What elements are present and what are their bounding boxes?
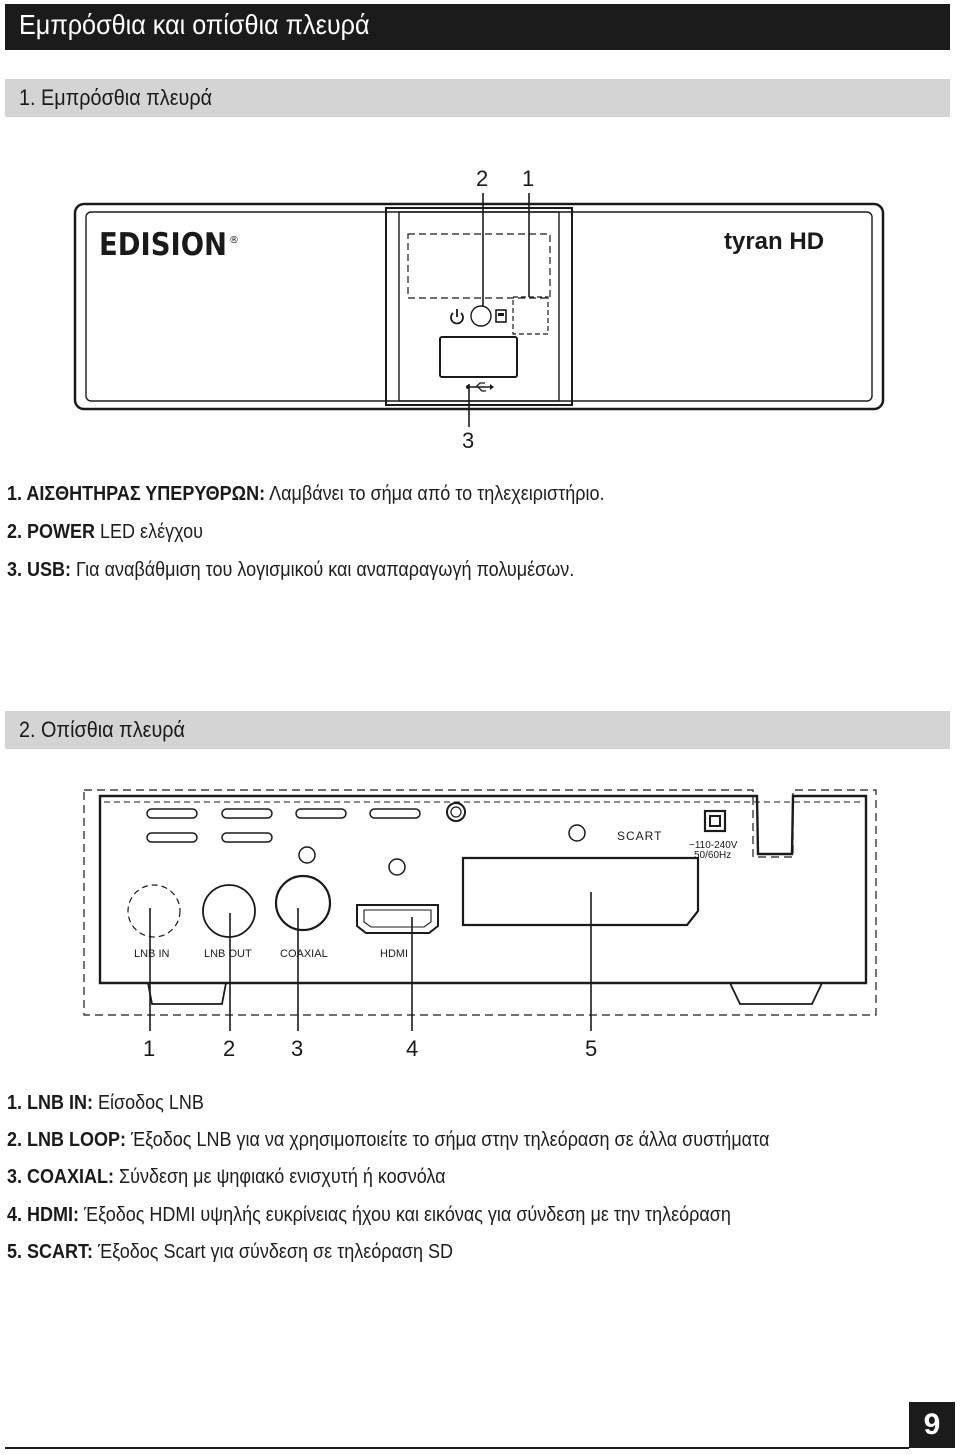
front-item-1: 1. ΑΙΣΘΗΤΗΡΑΣ ΥΠΕΡΥΘΡΩΝ: Λαμβάνει το σήμ… — [7, 483, 604, 506]
model-name: tyran HD — [724, 228, 824, 255]
footer-rule — [5, 1447, 909, 1449]
rear-item-4: 4. HDMI: Έξοδος HDMI υψηλής ευκρίνειας ή… — [7, 1204, 731, 1227]
front-center-module — [385, 207, 573, 406]
rear-callout-5: 5 — [585, 1036, 597, 1061]
rear-item-2-label: 2. LNB LOOP: — [7, 1129, 127, 1151]
rear-item-3: 3. COAXIAL: Σύνδεση με ψηφιακό ενισχυτή … — [7, 1166, 446, 1189]
rear-callout-3: 3 — [291, 1036, 303, 1061]
power-voltage-label: ~110-240V — [689, 840, 738, 851]
power-icon — [450, 309, 464, 325]
lnb-out-label: LNB OUT — [204, 948, 252, 960]
rear-item-2-text: Έξοδος LNB για να χρησιμοποιείτε το σήμα… — [131, 1129, 770, 1151]
page-number-box: 9 — [909, 1402, 955, 1448]
rear-section-heading: 2. Οπίσθια πλευρά — [19, 717, 185, 742]
rear-item-1-text: Είσοδος LNB — [98, 1092, 204, 1114]
front-callout-1: 1 — [522, 166, 534, 191]
display-window — [407, 233, 551, 299]
rear-panel-diagram: SCART ~110-240V 50/60Hz LNB IN LNB OUT C… — [83, 789, 877, 1061]
rear-section-heading-bar: 2. Οπίσθια πλευρά — [5, 711, 950, 749]
front-item-2-text: LED ελέγχου — [100, 521, 203, 543]
front-item-1-label: 1. ΑΙΣΘΗΤΗΡΑΣ ΥΠΕΡΥΘΡΩΝ: — [7, 483, 266, 505]
brand-logo: EDISION — [99, 227, 227, 263]
coaxial-port — [274, 874, 332, 932]
page-number: 9 — [923, 1408, 941, 1441]
lnb-in-port — [127, 884, 181, 938]
rear-callout-4: 4 — [406, 1036, 418, 1061]
brand-registered-mark: ® — [229, 235, 239, 246]
front-item-3-text: Για αναβάθμιση του λογισμικού και αναπαρ… — [76, 559, 575, 581]
usb-icon — [466, 382, 494, 392]
ir-sensor-window — [512, 296, 549, 335]
page-title: Εμπρόσθια και οπίσθια πλευρά — [19, 9, 370, 40]
lnb-in-label: LNB IN — [134, 948, 170, 960]
rear-item-3-label: 3. COAXIAL: — [7, 1166, 115, 1188]
page-title-bar: Εμπρόσθια και οπίσθια πλευρά — [5, 4, 950, 50]
lnb-out-port — [202, 884, 256, 938]
rear-item-5-label: 5. SCART: — [7, 1241, 94, 1263]
power-frequency-label: 50/60Hz — [694, 850, 731, 861]
scart-label: SCART — [617, 829, 662, 843]
front-item-1-text: Λαμβάνει το σήμα από το τηλεχειριστήριο. — [269, 483, 605, 505]
front-item-2-label: 2. POWER — [7, 521, 96, 543]
front-item-2: 2. POWER LED ελέγχου — [7, 521, 203, 544]
front-item-3-label: 3. USB: — [7, 559, 72, 581]
rear-item-3-text: Σύνδεση με ψηφιακό ενισχυτή ή κοσνόλα — [119, 1166, 446, 1188]
rear-item-2: 2. LNB LOOP: Έξοδος LNB για να χρησιμοπο… — [7, 1129, 769, 1152]
rear-callout-2: 2 — [223, 1036, 235, 1061]
power-led — [470, 305, 492, 327]
usb-port — [439, 336, 518, 378]
coaxial-label: COAXIAL — [280, 948, 328, 960]
rear-item-1-label: 1. LNB IN: — [7, 1092, 94, 1114]
front-panel-diagram: 2 1 3 EDISION ® tyran HD — [73, 166, 885, 453]
front-section-heading: 1. Εμπρόσθια πλευρά — [19, 85, 213, 110]
rear-item-1: 1. LNB IN: Είσοδος LNB — [7, 1092, 204, 1115]
vent-slots — [146, 808, 421, 843]
hdmi-port — [356, 904, 439, 934]
front-callout-3: 3 — [462, 428, 474, 453]
front-panel-body — [73, 202, 885, 411]
screw — [446, 802, 466, 822]
hdmi-label: HDMI — [380, 948, 408, 960]
front-item-3: 3. USB: Για αναβάθμιση του λογισμικού κα… — [7, 559, 574, 582]
rear-item-4-text: Έξοδος HDMI υψηλής ευκρίνειας ήχου και ε… — [84, 1204, 731, 1226]
front-callout-2: 2 — [476, 166, 488, 191]
double-insulation-icon — [703, 809, 727, 833]
rear-callout-1: 1 — [143, 1036, 155, 1061]
rear-item-4-label: 4. HDMI: — [7, 1204, 80, 1226]
front-section-heading-bar: 1. Εμπρόσθια πλευρά — [5, 79, 950, 117]
rear-item-5: 5. SCART: Έξοδος Scart για σύνδεση σε τη… — [7, 1241, 453, 1264]
scart-port — [461, 856, 700, 927]
rear-item-5-text: Έξοδος Scart για σύνδεση σε τηλεόραση SD — [98, 1241, 454, 1263]
